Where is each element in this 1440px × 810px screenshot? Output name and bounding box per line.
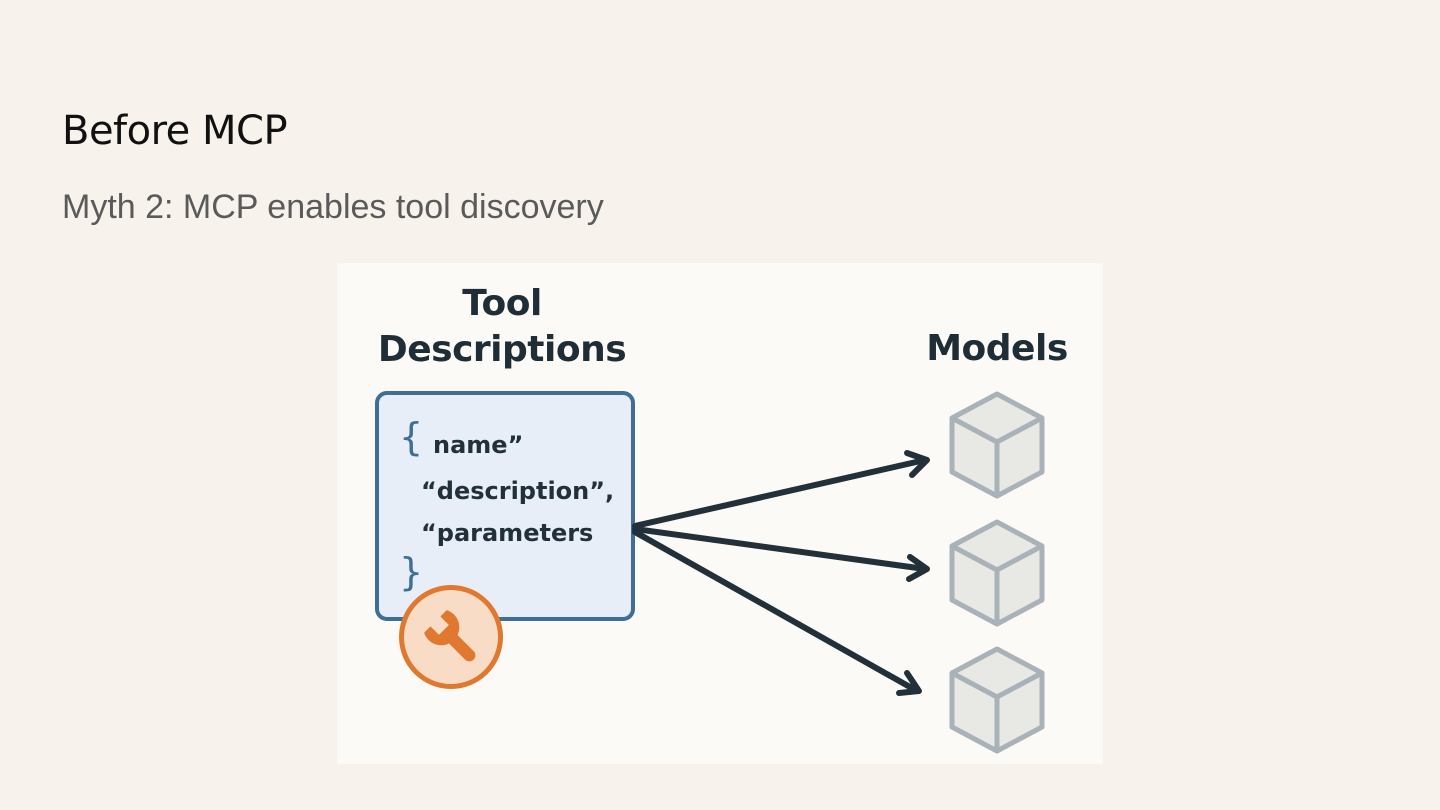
slide-title: Before MCP — [62, 108, 288, 154]
wrench-icon — [399, 585, 503, 689]
cube-icon — [949, 391, 1045, 499]
diagram-figure: Tool Descriptions Models { name” “descri… — [337, 263, 1103, 764]
close-brace: } — [399, 550, 424, 594]
tool-descriptions-heading-line1: Tool — [462, 283, 542, 324]
arrow-to-model-1 — [632, 457, 928, 529]
cube-icon — [949, 519, 1045, 627]
code-line-description: “description”, — [421, 477, 615, 505]
tool-description-code-box: { name” “description”, “parameters } — [375, 391, 635, 621]
tool-descriptions-heading-line2: Descriptions — [377, 329, 627, 370]
arrow-to-model-2 — [632, 526, 928, 572]
models-heading: Models — [926, 328, 1068, 369]
arrows-layer — [632, 450, 930, 696]
code-line-name: name” — [433, 431, 524, 459]
cube-icon — [949, 646, 1045, 754]
open-brace: { — [399, 415, 424, 459]
arrow-to-model-3 — [632, 529, 920, 694]
tool-descriptions-heading: Tool Descriptions — [357, 281, 647, 373]
slide-subtitle: Myth 2: MCP enables tool discovery — [62, 188, 604, 226]
code-line-parameters: “parameters — [421, 519, 594, 547]
